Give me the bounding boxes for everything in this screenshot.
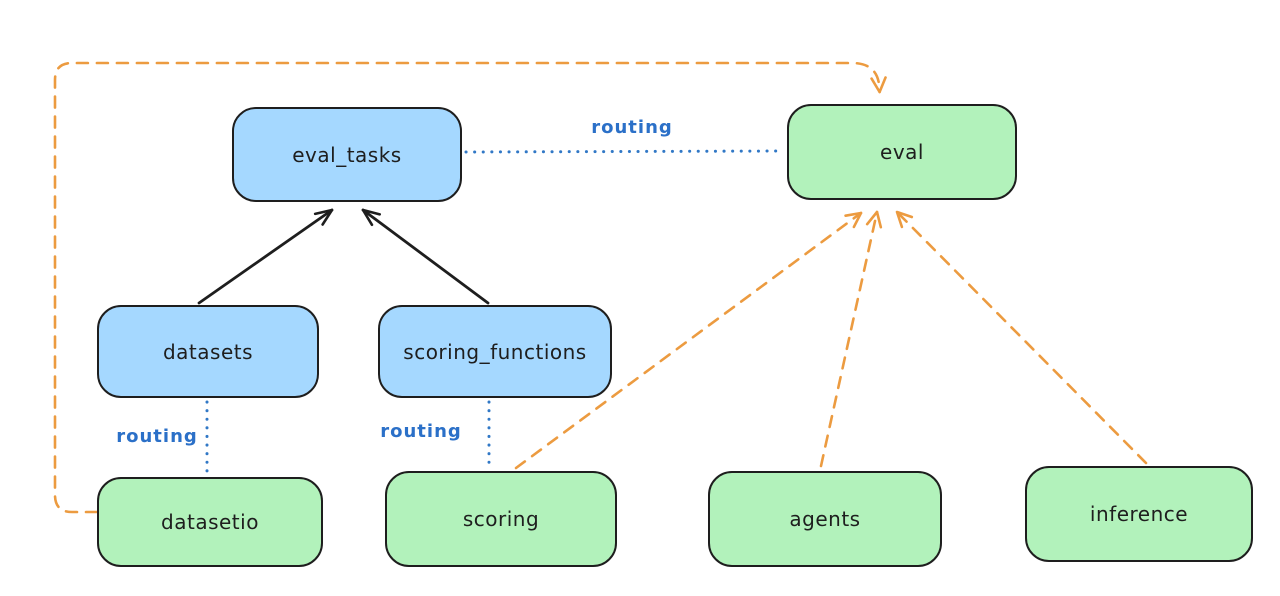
edge-scoring-functions-to-eval-tasks bbox=[361, 208, 490, 305]
node-eval-tasks: eval_tasks bbox=[232, 107, 462, 202]
routing-label-datasets-datasetio: routing bbox=[116, 426, 198, 447]
node-scoring: scoring bbox=[385, 471, 617, 567]
edge-inference-to-eval bbox=[895, 210, 1148, 465]
node-inference: inference bbox=[1025, 466, 1253, 562]
node-datasetio: datasetio bbox=[97, 477, 323, 567]
edge-datasets-to-eval-tasks bbox=[197, 208, 334, 305]
node-datasets-label: datasets bbox=[162, 339, 254, 364]
node-scoring-functions: scoring_functions bbox=[378, 305, 612, 398]
node-scoring-label: scoring bbox=[462, 507, 540, 531]
node-inference-label: inference bbox=[1089, 502, 1189, 526]
edge-routing-eval-tasks-eval bbox=[464, 149, 785, 154]
routing-label-scoring-functions-scoring: routing bbox=[380, 421, 462, 442]
node-agents: agents bbox=[708, 471, 942, 567]
routing-label-eval-tasks-eval: routing bbox=[591, 117, 673, 138]
node-eval: eval bbox=[787, 104, 1017, 200]
edge-datasetio-to-eval bbox=[53, 61, 887, 514]
node-scoring-functions-label: scoring_functions bbox=[403, 339, 587, 364]
node-datasets: datasets bbox=[97, 305, 319, 398]
node-datasetio-label: datasetio bbox=[161, 510, 259, 534]
node-eval-label: eval bbox=[880, 140, 924, 164]
edge-agents-to-eval bbox=[819, 210, 883, 468]
edge-scoring-to-eval bbox=[514, 211, 863, 470]
node-eval-tasks-label: eval_tasks bbox=[292, 142, 402, 167]
node-agents-label: agents bbox=[789, 507, 861, 531]
